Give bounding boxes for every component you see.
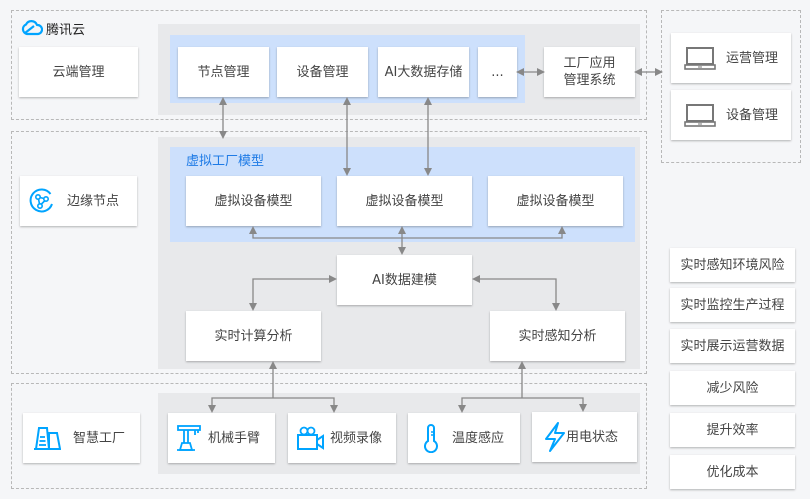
robot-arm-icon [176, 424, 202, 452]
benefit-label: 实时展示运营数据 [680, 338, 785, 354]
benefit-label: 实时感知环境风险 [680, 257, 785, 273]
model-label: 虚拟设备模型 [365, 193, 444, 209]
client-operations-management[interactable]: 运营管理 [671, 33, 791, 83]
smart-factory-label: 智慧工厂 [73, 430, 126, 446]
client-label: 运营管理 [726, 50, 779, 66]
connector-models-bus [249, 226, 566, 239]
ai-modeling-label: AI数据建模 [372, 272, 437, 288]
benefit-label: 优化成本 [706, 464, 759, 480]
laptop-icon [684, 103, 716, 127]
benefit-item: 提升效率 [670, 413, 795, 447]
lightning-icon [544, 422, 566, 452]
benefit-label: 减少风险 [706, 380, 759, 396]
benefit-item: 实时感知环境风险 [670, 248, 795, 282]
brand-name: 腾讯云 [46, 22, 86, 38]
benefit-item: 实时监控生产过程 [670, 288, 795, 322]
device-label: 视频录像 [330, 430, 383, 446]
client-device-management[interactable]: 设备管理 [671, 90, 791, 140]
device-label: 用电状态 [566, 429, 619, 445]
module-label: 设备管理 [296, 64, 349, 80]
virtual-device-model-2[interactable]: 虚拟设备模型 [337, 176, 472, 226]
module-label: ... [491, 64, 504, 80]
module-label: 节点管理 [197, 64, 250, 80]
factory-icon [33, 425, 61, 451]
benefit-label: 实时监控生产过程 [680, 297, 785, 313]
clients-group [661, 10, 801, 163]
realtime-sense-label: 实时感知分析 [518, 328, 597, 344]
connector-ai-compute [249, 275, 337, 311]
module-label: AI大数据存储 [384, 64, 463, 80]
cloud-management-card: 云端管理 [19, 47, 138, 97]
benefit-item: 优化成本 [670, 455, 795, 489]
laptop-icon [684, 46, 716, 70]
benefit-item: 减少风险 [670, 371, 795, 405]
module-device-management[interactable]: 设备管理 [277, 47, 368, 97]
cloud-icon [21, 20, 43, 36]
device-video-recording[interactable]: 视频录像 [288, 413, 396, 463]
connector-ai-sense [472, 275, 560, 311]
benefit-label: 提升效率 [706, 422, 759, 438]
smart-factory-card: 智慧工厂 [23, 413, 140, 463]
module-node-management[interactable]: 节点管理 [178, 47, 269, 97]
virtual-factory-title: 虚拟工厂模型 [186, 154, 265, 169]
realtime-sense-card[interactable]: 实时感知分析 [490, 311, 625, 361]
realtime-compute-card[interactable]: 实时计算分析 [186, 311, 321, 361]
model-label: 虚拟设备模型 [516, 193, 595, 209]
device-label: 温度感应 [452, 430, 505, 446]
connector-devices-right [458, 397, 587, 413]
device-label: 机械手臂 [208, 430, 261, 446]
virtual-device-model-3[interactable]: 虚拟设备模型 [488, 176, 623, 226]
app-system-line: 工厂应用 [563, 56, 616, 71]
client-label: 设备管理 [726, 107, 779, 123]
model-label: 虚拟设备模型 [214, 193, 293, 209]
brand-logo: 腾讯云 [21, 18, 85, 38]
cloud-layer [11, 10, 647, 120]
app-system-line: 管理系统 [563, 73, 616, 88]
module-more[interactable]: ... [478, 47, 517, 97]
module-ai-bigdata-storage[interactable]: AI大数据存储 [378, 47, 469, 97]
video-camera-icon [296, 425, 326, 451]
factory-app-system-card[interactable]: 工厂应用 管理系统 [544, 47, 635, 97]
device-temperature-sensing[interactable]: 温度感应 [408, 413, 520, 463]
device-power-status[interactable]: 用电状态 [532, 412, 637, 462]
cloud-management-label: 云端管理 [52, 64, 105, 80]
virtual-device-model-1[interactable]: 虚拟设备模型 [186, 176, 321, 226]
factory-layer [11, 383, 647, 489]
realtime-compute-label: 实时计算分析 [214, 328, 293, 344]
connector-devices-left [208, 397, 338, 413]
edge-node-label: 边缘节点 [67, 193, 120, 209]
edge-layer [11, 131, 647, 374]
ai-data-modeling-card[interactable]: AI数据建模 [337, 255, 472, 305]
edge-node-icon [29, 188, 55, 214]
thermometer-icon [422, 423, 440, 453]
benefit-item: 实时展示运营数据 [670, 329, 795, 363]
device-robot-arm[interactable]: 机械手臂 [168, 413, 275, 463]
edge-node-card: 边缘节点 [20, 176, 137, 226]
